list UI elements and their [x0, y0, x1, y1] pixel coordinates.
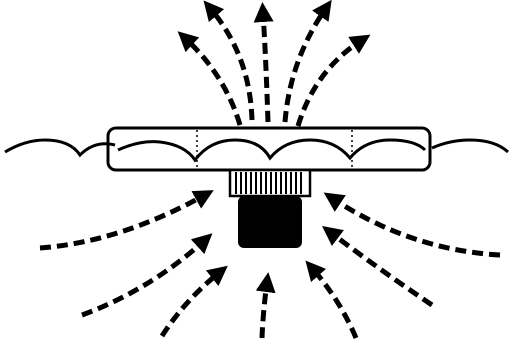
cylindrical-body	[238, 196, 302, 248]
inflow-arrows	[39, 190, 501, 339]
water-surface	[4, 138, 510, 163]
inflow-arrow	[323, 192, 501, 258]
outflow-arrow	[177, 31, 243, 126]
inflow-arrow	[255, 272, 276, 339]
outflow-arrow	[295, 34, 371, 127]
outflow-arrows	[177, 0, 371, 127]
threaded-collar	[228, 168, 312, 198]
inflow-arrow	[81, 233, 213, 318]
outflow-arrow	[203, 0, 255, 121]
floating-platform	[106, 126, 432, 172]
inflow-arrow	[39, 190, 214, 251]
inflow-arrow	[322, 225, 434, 308]
outflow-arrow	[253, 2, 274, 123]
outflow-arrow	[282, 0, 332, 123]
inflow-arrow	[305, 260, 359, 339]
inflow-arrow	[159, 265, 228, 338]
